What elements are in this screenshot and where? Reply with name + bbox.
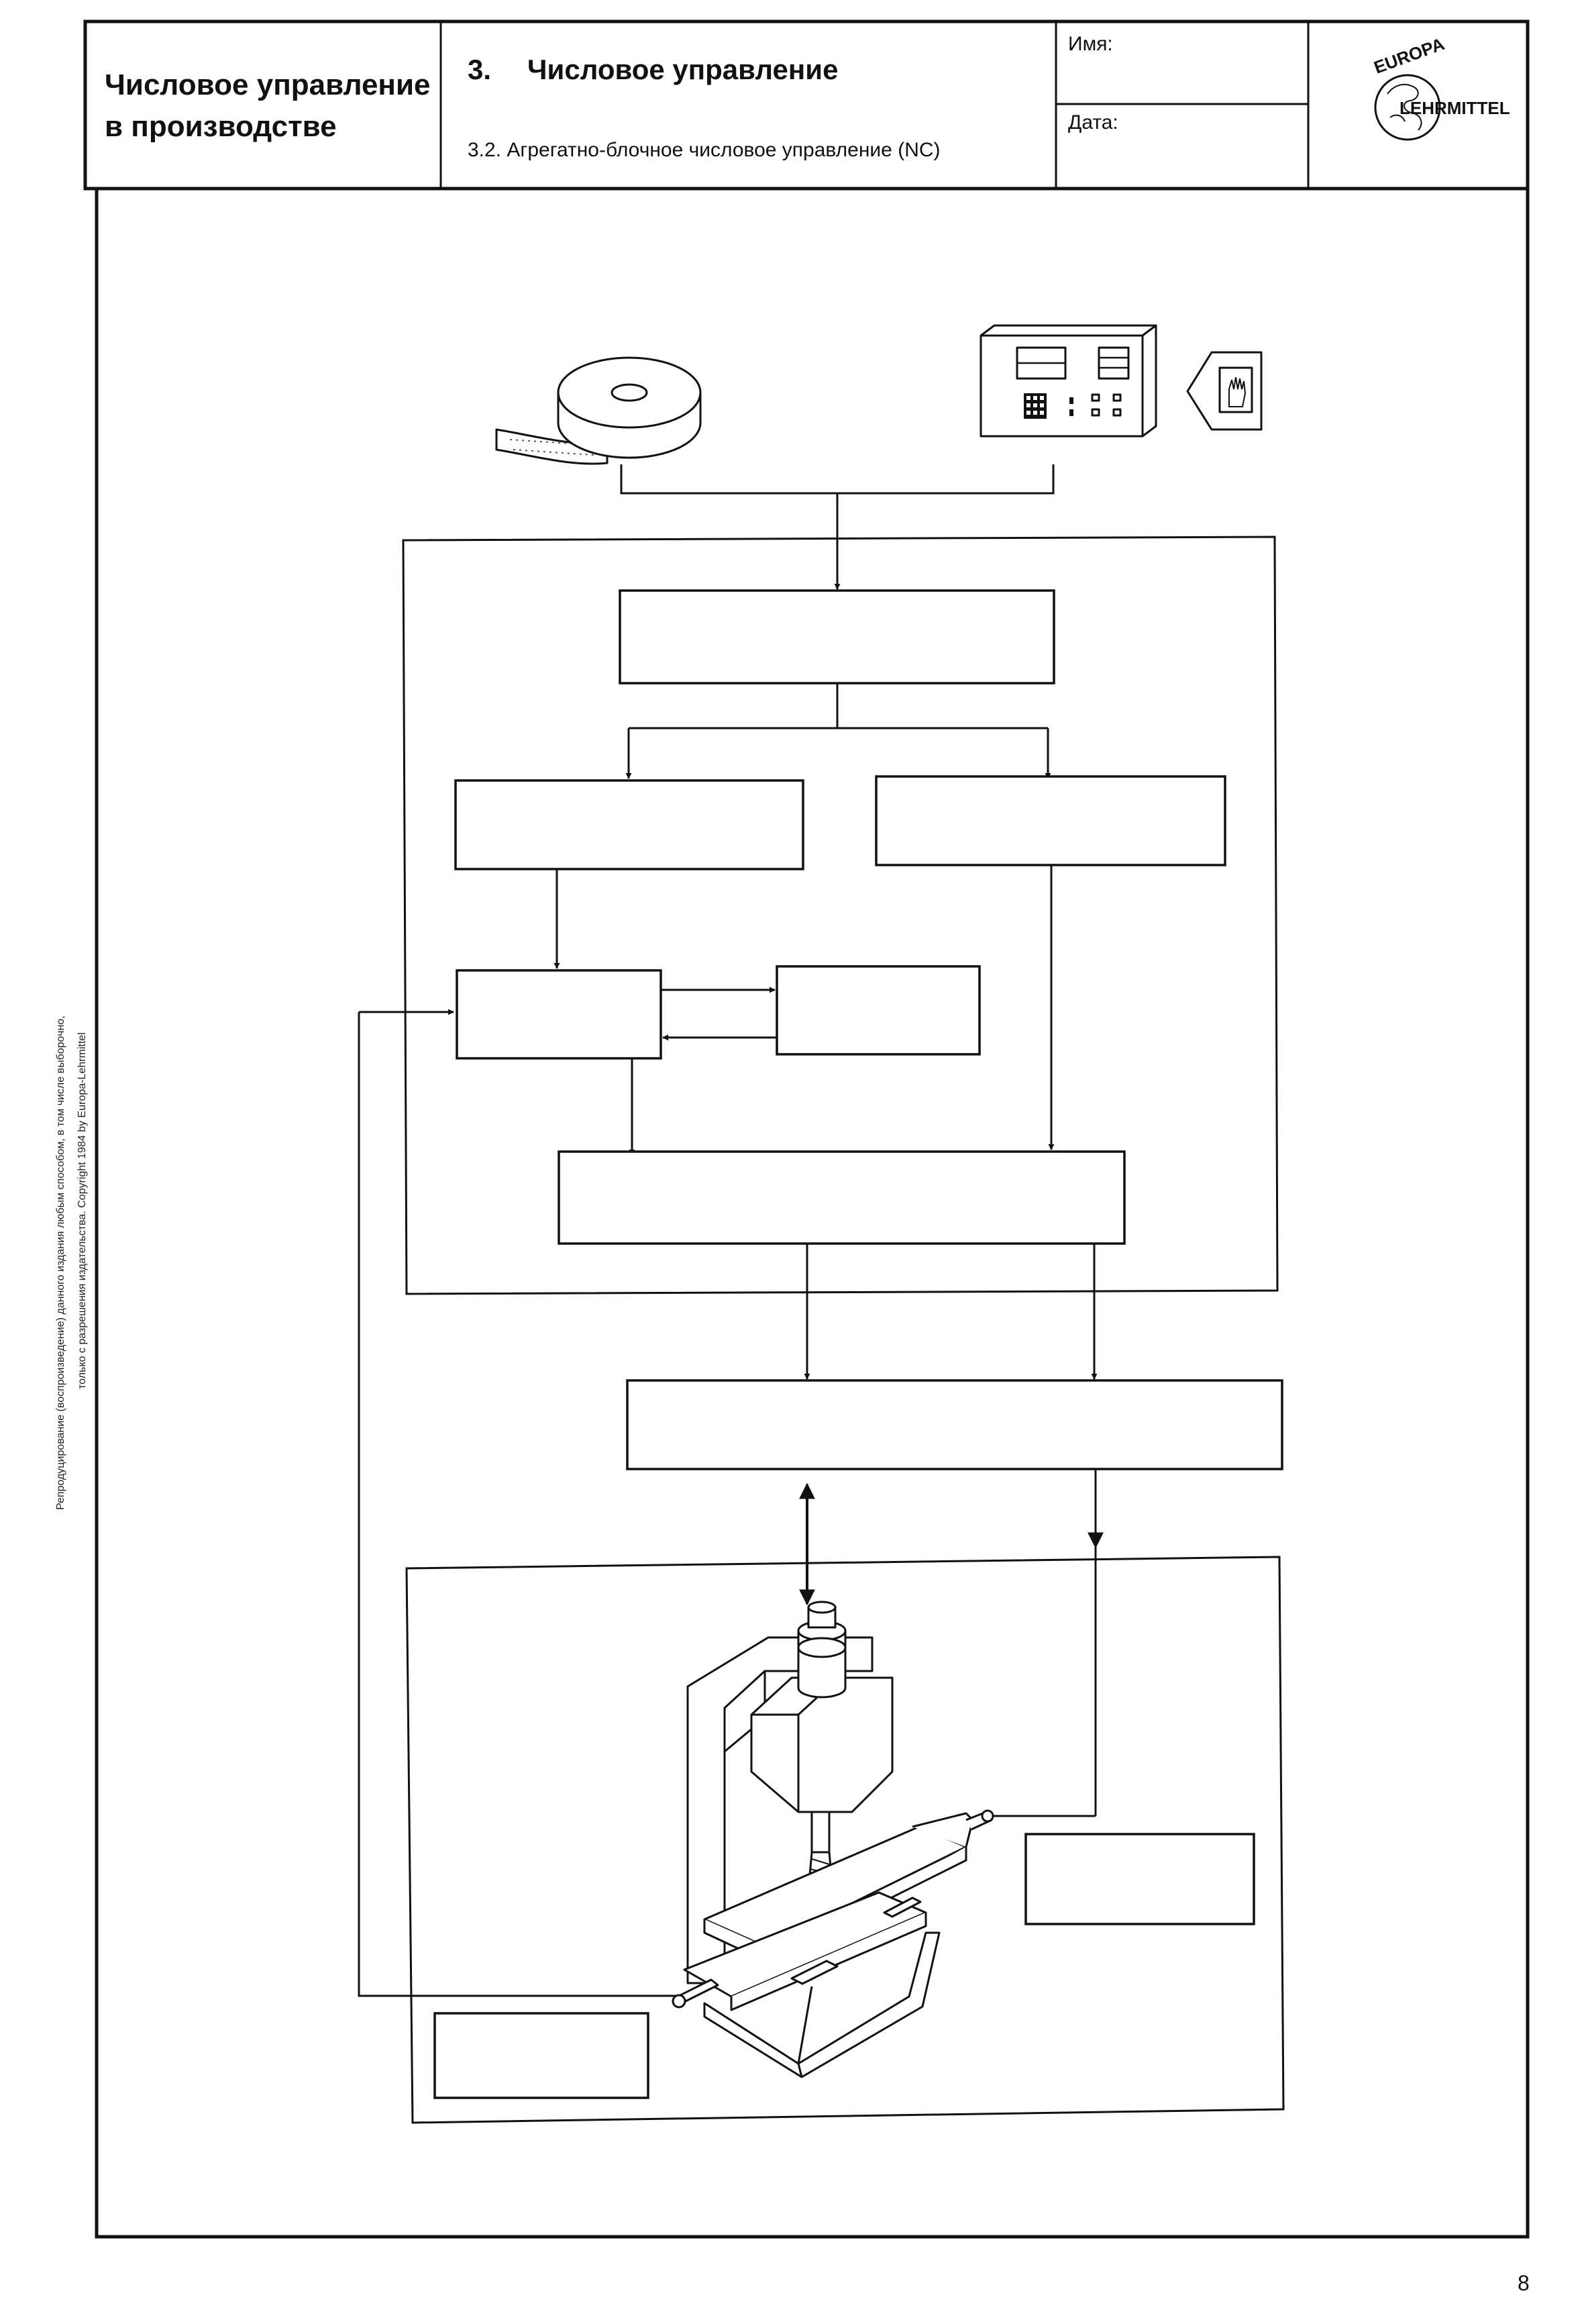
logo-text-bottom: LEHRMITTEL [1399,98,1510,118]
diagram-frame [95,187,1530,2239]
input-block [619,589,1055,685]
control-panel-icon [980,324,1157,438]
comparator-block [456,969,662,1060]
name-label: Имя: [1068,33,1113,55]
interpolator-block [776,965,981,1056]
subject-line-1: Числовое управление [105,68,431,101]
position-measuring-block [433,2012,649,2099]
drive-motor-block [1024,1833,1255,1925]
nc-control-enclosure [402,536,1279,1295]
copyright-note: Репродуцирование (воспроизведение) данно… [55,1016,88,1511]
block-diagram [358,464,1285,2124]
amplifier-block [626,1379,1283,1470]
date-label: Дата: [1068,111,1118,134]
geometry-data-block [454,779,804,870]
switching-data-block [875,775,1226,866]
copyright-line-1: Репродуцирование (воспроизведение) данно… [55,1016,66,1511]
copyright-line-2: только с разрешения издательства. Copyri… [76,1032,88,1389]
subject-line-2: в производстве [105,110,337,143]
page-number: 8 [1518,2271,1530,2295]
chapter-number: 3. [468,54,491,85]
manual-input-hand-icon [1186,351,1263,431]
header: Числовое управление в производстве 3. Чи… [83,19,1530,191]
milling-machine-icon [672,1601,994,2078]
machine-enclosure [405,1556,1285,2124]
chapter-title: Числовое управление [527,54,838,85]
punched-tape-reel-icon [495,356,702,465]
section-title: 3.2. Агрегатно-блочное числовое управлен… [468,139,941,161]
output-block [558,1150,1126,1245]
